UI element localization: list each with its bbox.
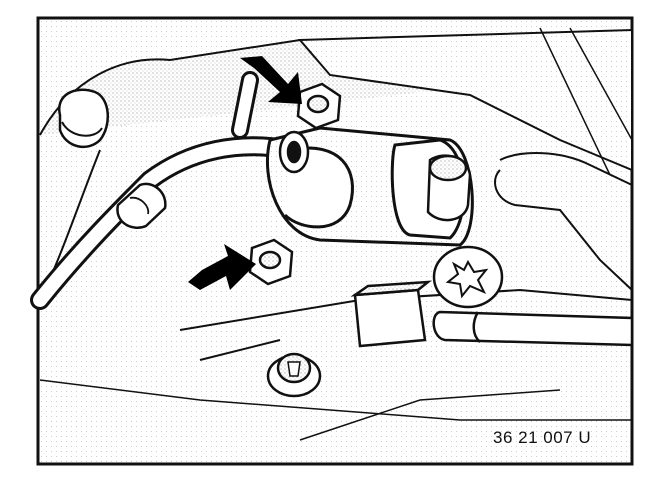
figure-reference-code: 36 21 007 U	[493, 428, 592, 447]
upper-nut	[296, 82, 342, 130]
bottom-bolt	[266, 352, 322, 398]
housing-background	[39, 27, 633, 441]
tube-sleeve	[116, 182, 167, 229]
torx-screw-head	[432, 245, 504, 309]
connector-block	[350, 280, 432, 348]
sensor-plug	[426, 154, 472, 222]
lower-nut	[248, 238, 294, 286]
brake-line	[30, 71, 300, 310]
tube-fitting	[278, 130, 310, 174]
rubber-cap	[57, 88, 109, 149]
pointer-arrow-upper	[240, 56, 302, 104]
pointer-arrow-lower	[188, 244, 256, 290]
ground-cable	[432, 310, 634, 347]
